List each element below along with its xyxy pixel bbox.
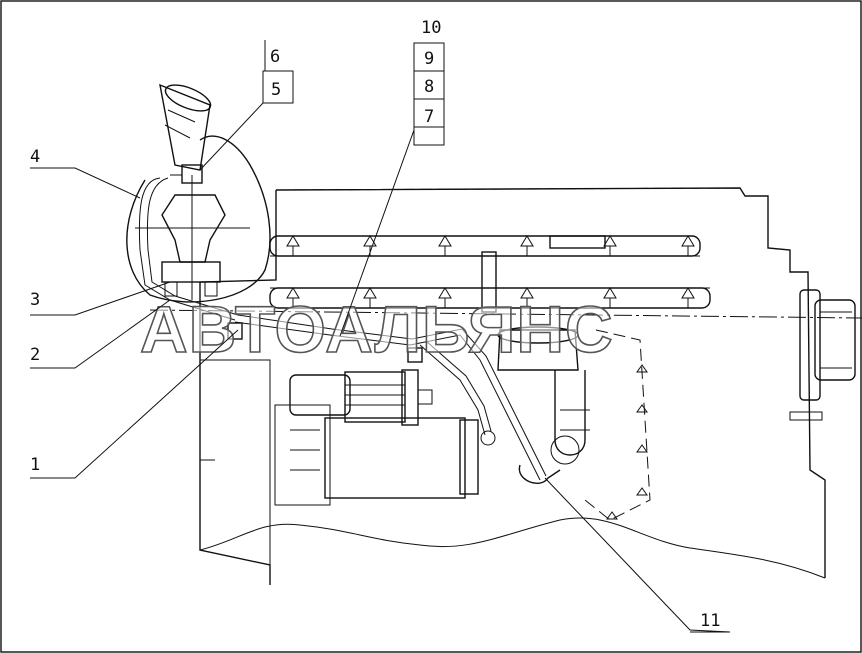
callout-label-1: 1: [30, 455, 40, 475]
callout-stack-7-10: [413, 42, 445, 146]
callout-label-5: 5: [271, 80, 281, 100]
starter-motor: [274, 369, 479, 506]
oil-pipes: [138, 177, 547, 481]
watermark: АВТОАЛЬЯНС: [140, 292, 614, 366]
callout-label-7: 7: [424, 107, 434, 127]
callout-box-5: [262, 70, 294, 104]
crankshaft-pulley: [789, 289, 856, 421]
callout-label-2: 2: [30, 345, 40, 365]
callout-label-10: 10: [421, 18, 441, 38]
turbocharger: [126, 83, 271, 303]
engine-block: [199, 187, 826, 585]
callout-label-8: 8: [424, 77, 434, 97]
oil-filter: [497, 326, 590, 484]
center-axis: [149, 309, 862, 319]
callout-label-11: 11: [700, 611, 720, 631]
callout-label-4: 4: [30, 147, 40, 167]
leader-lines: [30, 40, 731, 633]
callout-label-6: 6: [270, 47, 280, 67]
cylinder-head: [269, 235, 711, 313]
oil-pan-flange: [584, 329, 651, 521]
callout-label-3: 3: [30, 290, 40, 310]
callout-label-9: 9: [424, 49, 434, 69]
